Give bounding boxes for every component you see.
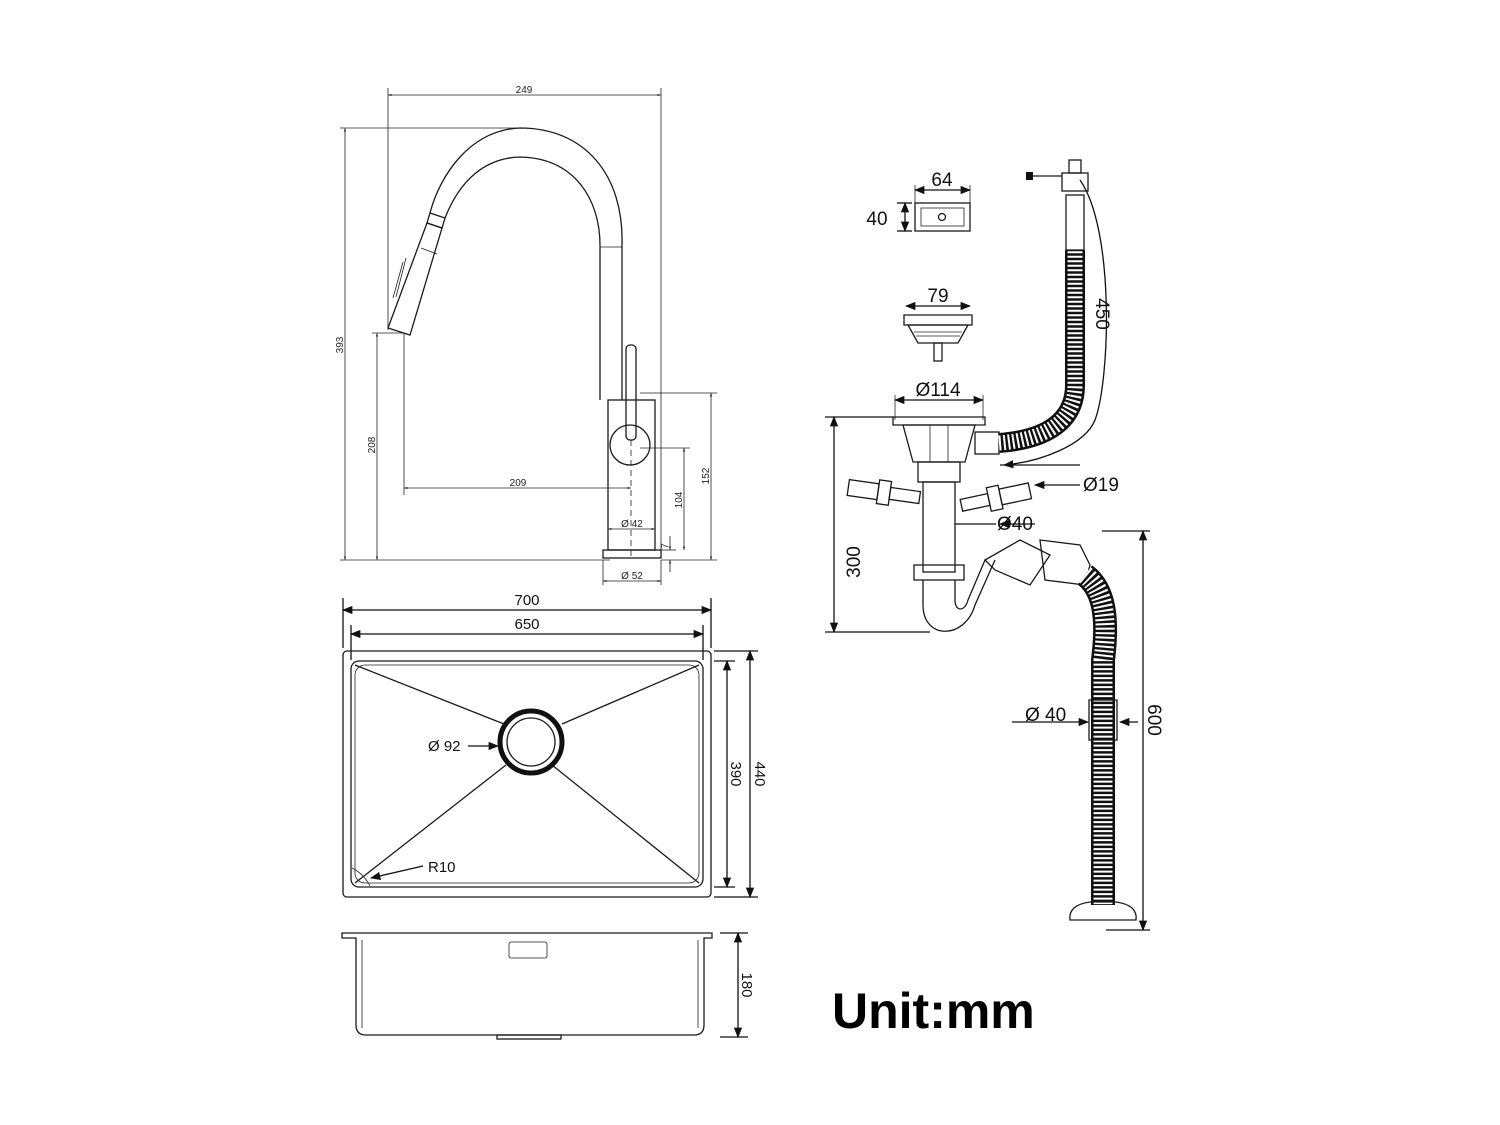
body-height-label: 104 — [674, 491, 685, 508]
drain-flange-top — [892, 416, 986, 426]
corner-radius-label: R10 — [428, 859, 456, 876]
base-thickness-label: 7 — [660, 543, 671, 549]
drain-outer-ring — [497, 708, 565, 776]
faucet-drawing: 249 393 208 209 152 104 7 Ø 42 Ø 52 — [335, 85, 717, 585]
p-trap-inner — [954, 559, 986, 610]
overflow-hose — [998, 250, 1085, 453]
spray-head — [387, 222, 443, 336]
p-trap-outer — [922, 559, 996, 632]
outlet-hose — [1077, 565, 1118, 905]
trap-outlet — [1039, 539, 1091, 586]
connector-diameter-label: Ø19 — [1083, 475, 1119, 496]
overflow-height-label: 40 — [866, 209, 887, 230]
inner-depth-label: 390 — [727, 761, 744, 786]
faucet-base — [602, 549, 662, 559]
overflow-hose-length-label: 450 — [1091, 298, 1112, 330]
drain-bowl — [902, 424, 976, 463]
inner-width-label: 650 — [514, 616, 539, 633]
drain-nut — [917, 461, 961, 483]
overflow-cover — [914, 202, 971, 232]
faucet-height-label: 393 — [335, 336, 346, 353]
hose-diameter-label: Ø 40 — [1025, 705, 1066, 726]
unit-label: Unit:mm — [832, 983, 1035, 1039]
trap-nut — [913, 564, 965, 581]
drain-tailpiece — [922, 481, 956, 573]
faucet-width-label: 249 — [516, 85, 533, 96]
bowl-height-label: 180 — [738, 972, 755, 997]
strainer-stem — [933, 342, 943, 362]
lever-height-label: 152 — [701, 467, 712, 484]
drain-kit-drawing: 64 40 79 Ø114 — [825, 159, 1164, 932]
hose-length-label: 600 — [1143, 704, 1164, 736]
drain-hole — [506, 717, 556, 767]
spout-height-label: 208 — [367, 436, 378, 453]
outer-depth-label: 440 — [751, 761, 768, 786]
sink-rim-outer — [342, 650, 712, 898]
pipe-diameter-label: Ø40 — [997, 514, 1033, 535]
strainer-basket — [906, 324, 970, 344]
spout-reach-label: 209 — [510, 478, 527, 489]
faucet-spout-inner — [444, 156, 601, 400]
faucet-spout-outer — [429, 127, 623, 400]
sink-rim-inner — [350, 660, 704, 888]
strainer-rim — [903, 314, 973, 326]
strainer-diameter-label: Ø114 — [915, 380, 961, 401]
overflow-width-label: 64 — [931, 170, 953, 191]
drain-diameter-label: Ø 92 — [428, 738, 461, 755]
outer-width-label: 700 — [514, 592, 539, 609]
sink-top-view: 700 650 Ø 92 R10 390 440 — [341, 592, 768, 899]
base-diameter-label: Ø 52 — [621, 571, 643, 582]
drain-height-label: 300 — [844, 546, 865, 578]
sink-side-view: 180 — [341, 931, 755, 1040]
trap-elbow — [983, 539, 1051, 586]
hose-foot — [1069, 901, 1137, 921]
sink-bowl-profile — [341, 932, 713, 1036]
overflow-slot — [508, 941, 548, 959]
drain-flange — [496, 1034, 562, 1040]
faucet-handle-hub — [609, 424, 651, 466]
overflow-hose-clip — [1061, 172, 1089, 192]
body-diameter-label: Ø 42 — [621, 519, 643, 530]
overflow-hose-end — [1065, 194, 1085, 251]
strainer-width-label: 79 — [927, 286, 948, 307]
overflow-connector — [974, 431, 1000, 455]
side-connector-left — [846, 478, 922, 507]
side-connector-right — [959, 482, 1033, 512]
